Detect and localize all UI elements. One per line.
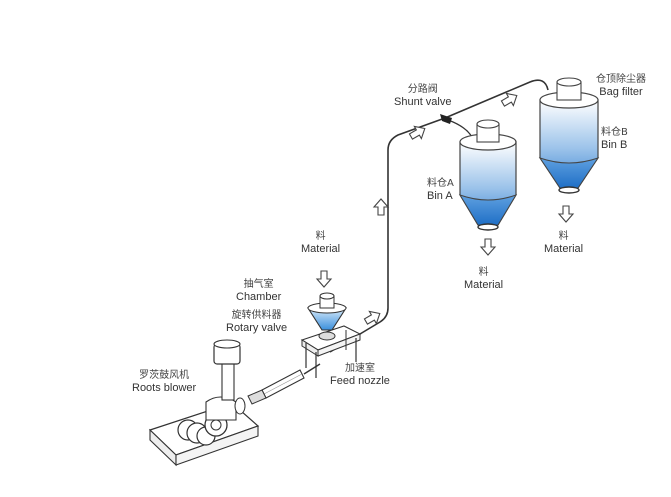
label-chamber-en: Chamber [236, 291, 282, 303]
label-rotary-valve-en: Rotary valve [226, 322, 288, 334]
label-chamber: 抽气室 Chamber [236, 278, 281, 304]
roots-blower [148, 339, 260, 467]
label-bin-b-zh: 料仓B [601, 127, 628, 138]
bin-a [458, 119, 518, 231]
label-material-in: 料 Material [301, 230, 340, 256]
flow-arrow-bin-a-out [480, 238, 496, 256]
label-feed-nozzle: 加速室 Feed nozzle [330, 362, 390, 388]
label-material-bin-b-zh: 料 [558, 231, 569, 242]
flow-arrow-material-in [316, 270, 332, 288]
label-bag-filter-en: Bag filter [599, 86, 643, 98]
label-material-bin-a-zh: 料 [478, 267, 489, 278]
label-material-bin-a: 料 Material [464, 266, 503, 292]
feed-nozzle-pipe [247, 363, 321, 405]
label-roots-blower-zh: 罗茨鼓风机 [139, 370, 190, 381]
label-chamber-zh: 抽气室 [243, 279, 274, 290]
flow-arrow-bin-b-out [558, 205, 574, 223]
label-roots-blower-en: Roots blower [132, 382, 197, 394]
flow-arrow-up-right-3 [498, 88, 521, 111]
label-bag-filter-zh: 仓顶除尘器 [596, 74, 646, 85]
label-bag-filter: 仓顶除尘器 Bag filter [596, 73, 646, 99]
label-bin-a-zh: 料仓A [427, 178, 454, 189]
label-shunt-valve-zh: 分路阀 [407, 84, 438, 95]
label-feed-nozzle-en: Feed nozzle [330, 375, 390, 387]
label-material-bin-b-en: Material [544, 243, 584, 255]
label-material-in-en: Material [301, 243, 341, 255]
bin-b [538, 77, 600, 194]
flow-arrow-up-right-1 [361, 306, 384, 329]
flow-arrow-up [373, 198, 389, 216]
label-bin-a-en: Bin A [427, 190, 453, 202]
label-rotary-valve-zh: 旋转供料器 [231, 310, 282, 321]
label-bin-b-en: Bin B [601, 139, 628, 151]
label-roots-blower: 罗茨鼓风机 Roots blower [132, 369, 196, 395]
shunt-valve [440, 114, 452, 124]
label-rotary-valve: 旋转供料器 Rotary valve [226, 309, 287, 335]
label-material-in-zh: 料 [315, 231, 326, 242]
conveying-pipe [329, 79, 549, 353]
rotary-valve [300, 292, 362, 378]
label-shunt-valve-en: Shunt valve [394, 96, 452, 108]
label-bin-a: 料仓A Bin A [427, 177, 454, 203]
label-material-bin-a-en: Material [464, 279, 504, 291]
label-feed-nozzle-zh: 加速室 [344, 363, 375, 374]
label-bin-b: 料仓B Bin B [601, 126, 628, 152]
label-shunt-valve: 分路阀 Shunt valve [394, 83, 451, 109]
label-material-bin-b: 料 Material [544, 230, 583, 256]
